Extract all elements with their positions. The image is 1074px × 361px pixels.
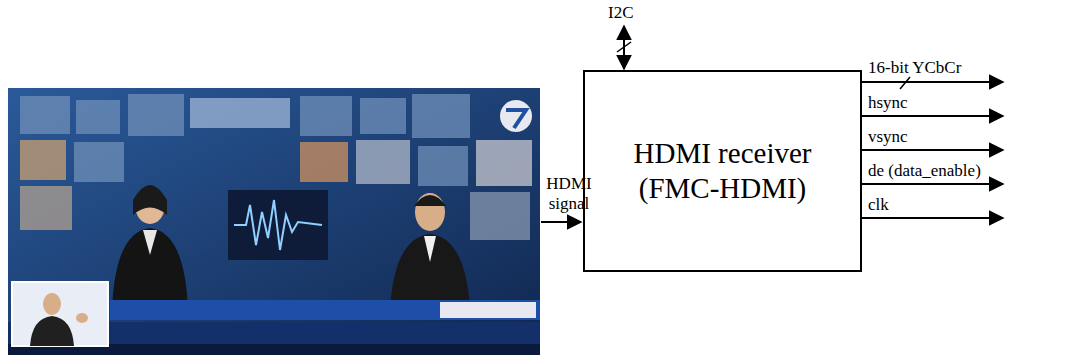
signal-name: de (data_enable) <box>868 161 981 181</box>
box-title: HDMI receiver (FMC-HDMI) <box>595 136 850 207</box>
signal-name: 16-bit YCbCr <box>868 58 961 78</box>
waveform-screen <box>228 190 328 260</box>
bus-name: I2C <box>608 3 634 23</box>
photo-background <box>8 88 540 355</box>
i2c-bus-arrow <box>617 26 631 69</box>
news-photo <box>8 88 540 355</box>
channel-logo <box>500 100 532 132</box>
receiver-box: HDMI receiver (FMC-HDMI) <box>583 70 862 272</box>
caption-box <box>440 302 536 318</box>
hdmi-input-arrow <box>541 221 581 223</box>
signal-name: clk <box>868 195 889 215</box>
anchor-man <box>390 193 470 310</box>
signal-name: hsync <box>868 93 908 113</box>
signal-name: HDMI signal <box>542 174 596 214</box>
caption-bar <box>110 300 540 320</box>
signal-name: vsync <box>868 127 908 147</box>
output-arrows <box>862 77 1003 218</box>
anchor-woman <box>112 185 188 310</box>
sign-inset <box>12 282 108 346</box>
